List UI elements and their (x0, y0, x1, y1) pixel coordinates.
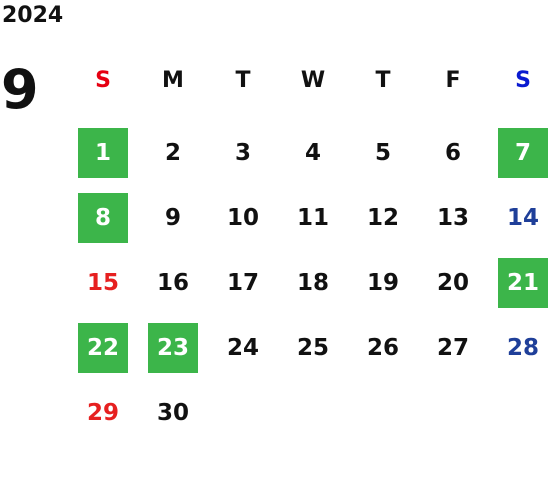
day-number: 24 (226, 334, 259, 361)
day-number: 17 (226, 269, 259, 296)
day-cell (488, 380, 548, 445)
holiday-day-number: 22 (78, 322, 128, 373)
day-number: 26 (366, 334, 399, 361)
month-number: 9 (1, 58, 39, 121)
day-number: 25 (296, 334, 329, 361)
weekday-header: T (375, 67, 391, 93)
day-number: 5 (374, 139, 391, 166)
day-cell (348, 380, 418, 445)
day-cell[interactable]: 2 (138, 120, 208, 185)
day-number: 28 (506, 334, 539, 361)
day-cell[interactable]: 15 (68, 250, 138, 315)
day-number: 15 (86, 269, 119, 296)
weekday-header: S (95, 67, 111, 93)
day-cell[interactable]: 23 (138, 315, 208, 380)
day-cell[interactable]: 11 (278, 185, 348, 250)
day-cell[interactable]: 8 (68, 185, 138, 250)
day-cell[interactable]: 28 (488, 315, 548, 380)
day-cell[interactable]: 10 (208, 185, 278, 250)
day-number: 14 (506, 204, 539, 231)
day-number: 30 (156, 399, 189, 426)
day-cell (208, 380, 278, 445)
holiday-day-number: 1 (78, 127, 128, 178)
day-cell[interactable]: 16 (138, 250, 208, 315)
day-number: 13 (436, 204, 469, 231)
day-cell[interactable]: 6 (418, 120, 488, 185)
day-cell[interactable]: 9 (138, 185, 208, 250)
day-cell (418, 380, 488, 445)
day-number: 11 (296, 204, 329, 231)
day-cell[interactable]: 27 (418, 315, 488, 380)
day-cell[interactable]: 25 (278, 315, 348, 380)
day-number: 9 (164, 204, 181, 231)
day-number: 2 (164, 139, 181, 166)
year-label: 2024 (2, 3, 64, 28)
day-cell[interactable]: 13 (418, 185, 488, 250)
holiday-day-number: 7 (498, 127, 548, 178)
day-number: 18 (296, 269, 329, 296)
day-cell[interactable]: 17 (208, 250, 278, 315)
day-number: 20 (436, 269, 469, 296)
day-cell[interactable]: 4 (278, 120, 348, 185)
day-number: 19 (366, 269, 399, 296)
day-number: 16 (156, 269, 189, 296)
day-number: 4 (304, 139, 321, 166)
day-cell[interactable]: 3 (208, 120, 278, 185)
day-cell[interactable]: 22 (68, 315, 138, 380)
day-number: 27 (436, 334, 469, 361)
day-cell[interactable]: 12 (348, 185, 418, 250)
day-number: 29 (86, 399, 119, 426)
day-cell[interactable]: 1 (68, 120, 138, 185)
holiday-day-number: 23 (148, 322, 198, 373)
day-cell[interactable]: 14 (488, 185, 548, 250)
day-cell[interactable]: 5 (348, 120, 418, 185)
weekday-header: S (515, 67, 531, 93)
weekday-header: W (300, 67, 326, 93)
day-cell (278, 380, 348, 445)
day-cell[interactable]: 30 (138, 380, 208, 445)
day-cell[interactable]: 21 (488, 250, 548, 315)
day-cell[interactable]: 29 (68, 380, 138, 445)
day-cell[interactable]: 19 (348, 250, 418, 315)
day-cell[interactable]: 20 (418, 250, 488, 315)
day-number: 12 (366, 204, 399, 231)
day-cell[interactable]: 24 (208, 315, 278, 380)
day-number: 6 (444, 139, 461, 166)
weekday-header: F (445, 67, 461, 93)
day-cell[interactable]: 7 (488, 120, 548, 185)
day-cell[interactable]: 26 (348, 315, 418, 380)
holiday-day-number: 8 (78, 192, 128, 243)
weekday-header: T (235, 67, 251, 93)
holiday-day-number: 21 (498, 257, 548, 308)
weekday-header: M (162, 67, 184, 93)
day-number: 10 (226, 204, 259, 231)
day-number: 3 (234, 139, 251, 166)
day-cell[interactable]: 18 (278, 250, 348, 315)
